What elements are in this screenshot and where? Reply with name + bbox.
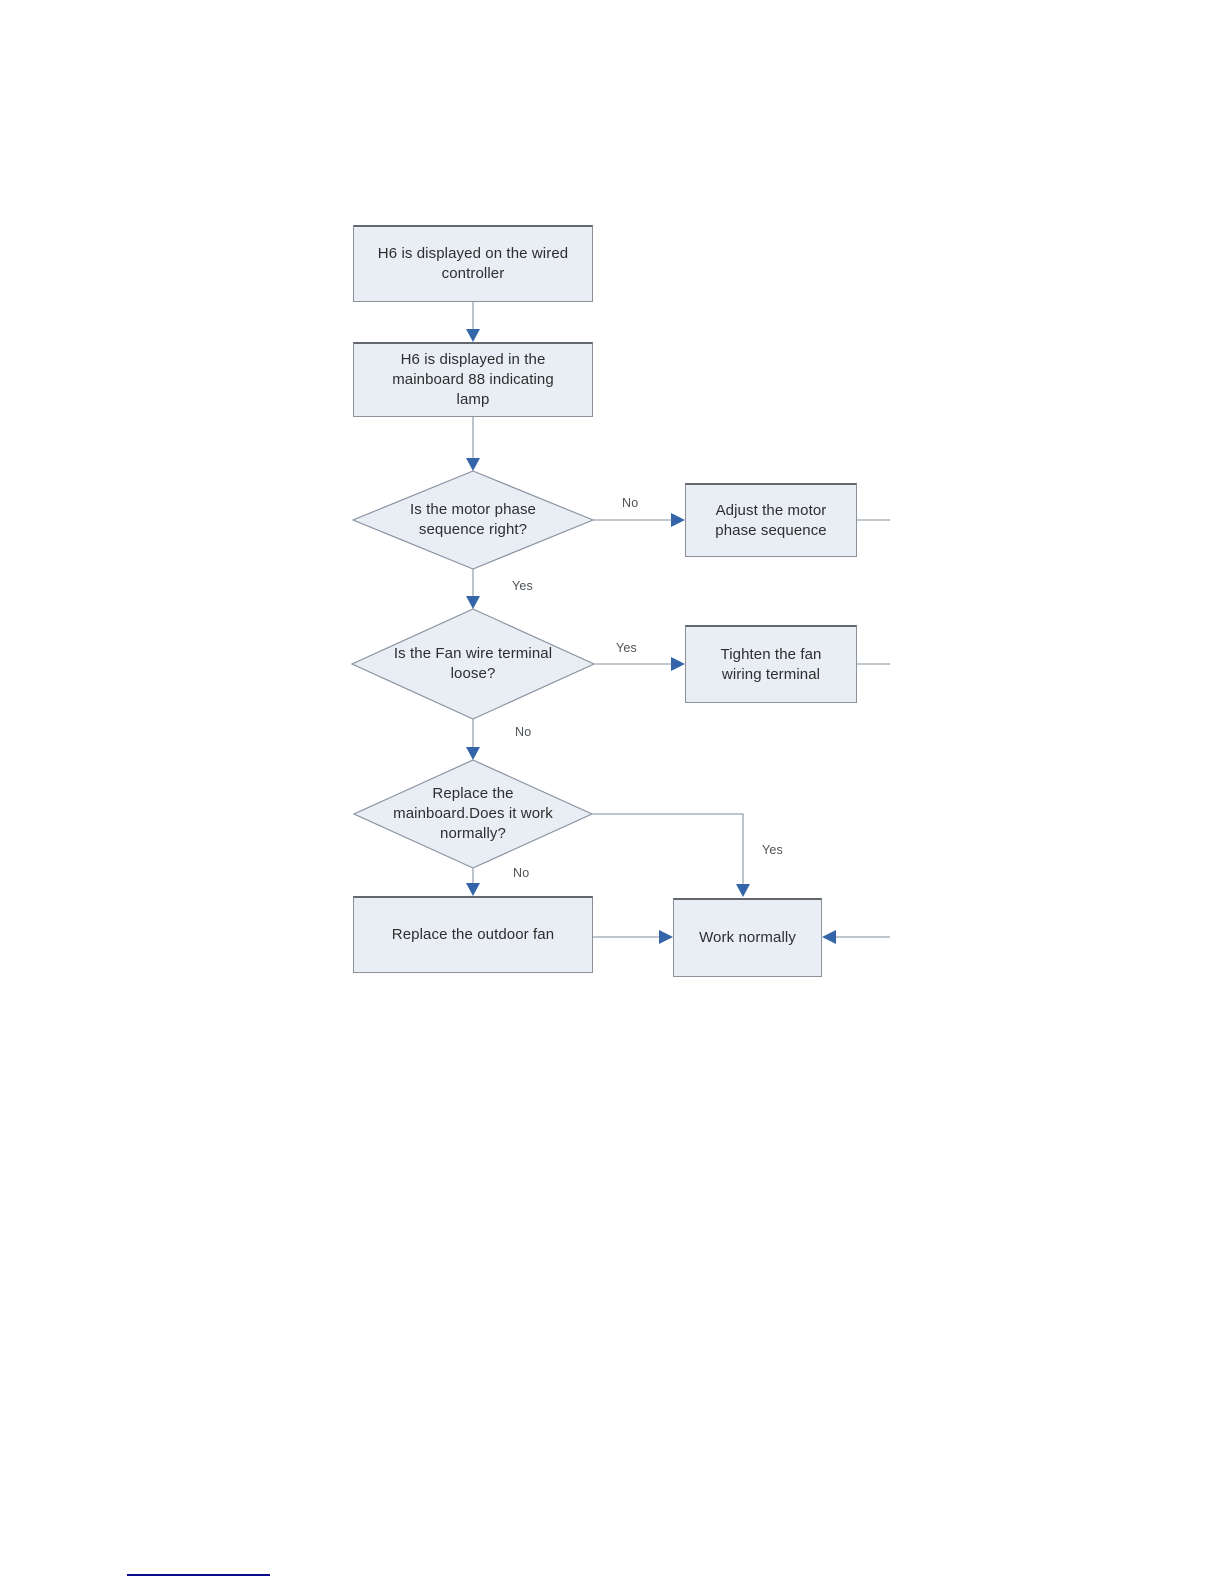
node-indicator-lamp: H6 is displayed in the mainboard 88 indi… (353, 342, 593, 417)
arrowhead-down-icon (466, 458, 480, 471)
node-start-label: H6 is displayed on the wired controller (377, 245, 569, 282)
node-adjust-phase: Adjust the motor phase sequence (685, 483, 857, 557)
edge-label-fan-wire-no: No (515, 725, 532, 739)
node-indicator-lamp-label: H6 is displayed in the mainboard 88 indi… (392, 351, 554, 408)
arrowhead-down-icon (466, 329, 480, 342)
arrowhead-down-icon (466, 596, 480, 609)
connector-replacemainboard-worknormally (592, 813, 744, 884)
node-question-replace-mainboard: Replace the mainboard.Does it work norma… (354, 760, 592, 868)
edge-label-motor-phase-no: No (622, 496, 639, 510)
node-work-normally: Work normally (673, 898, 822, 977)
arrowhead-down-icon (466, 747, 480, 760)
node-replace-fan: Replace the outdoor fan (353, 896, 593, 973)
edge-label-fan-wire-yes: Yes (616, 641, 637, 655)
arrowhead-down-icon (466, 883, 480, 896)
node-tighten-terminal-label: Tighten the fan wiring terminal (720, 645, 822, 683)
edge-label-motor-phase-yes: Yes (512, 579, 533, 593)
arrowhead-right-icon (671, 513, 685, 527)
arrowhead-down-icon (736, 884, 750, 897)
node-question-replace-mainboard-label: Replace the mainboard.Does it work norma… (393, 785, 553, 842)
node-replace-fan-label: Replace the outdoor fan (391, 926, 555, 944)
edge-label-replace-mainboard-no: No (513, 866, 530, 880)
footnote-separator-line (127, 1574, 270, 1576)
node-question-fan-wire: Is the Fan wire terminal loose? (352, 609, 594, 719)
arrowhead-left-icon (822, 930, 836, 944)
arrowhead-right-icon (671, 657, 685, 671)
node-question-fan-wire-label: Is the Fan wire terminal loose? (393, 645, 553, 682)
node-adjust-phase-label: Adjust the motor phase sequence (715, 501, 827, 539)
node-question-motor-phase-label: Is the motor phase sequence right? (409, 501, 537, 538)
node-work-normally-label: Work normally (699, 929, 796, 947)
node-start: H6 is displayed on the wired controller (353, 225, 593, 302)
edge-label-replace-mainboard-yes: Yes (762, 843, 783, 857)
arrowhead-right-icon (659, 930, 673, 944)
node-tighten-terminal: Tighten the fan wiring terminal (685, 625, 857, 703)
node-question-motor-phase: Is the motor phase sequence right? (353, 471, 593, 569)
